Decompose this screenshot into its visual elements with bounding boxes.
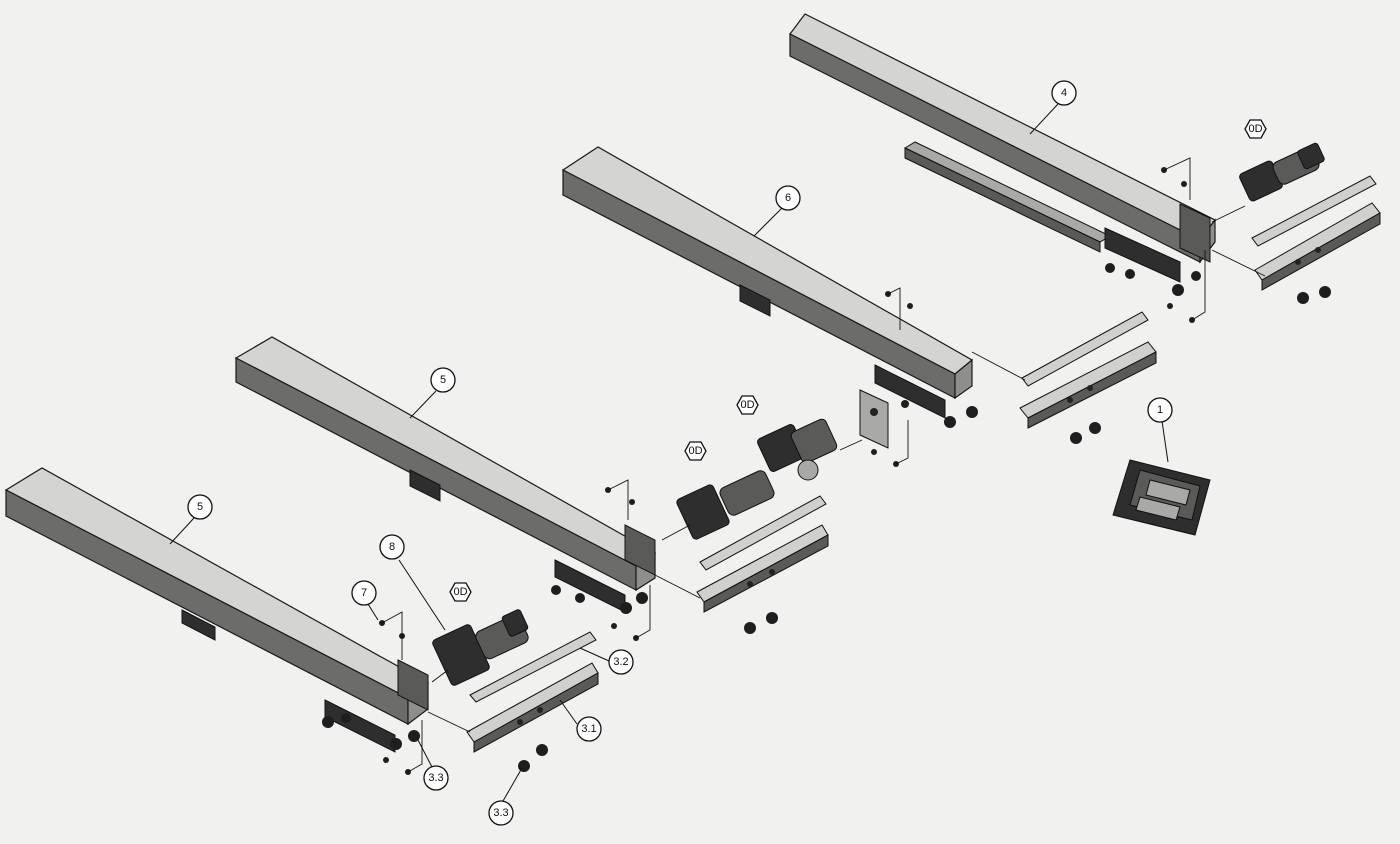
mount-plates-beam-6 xyxy=(1019,311,1157,444)
callout-4: 4 xyxy=(1051,80,1077,106)
leader-lines xyxy=(169,103,1169,802)
callout-0d-b-label: 0D xyxy=(740,399,754,411)
callout-3-3a: 3.3 xyxy=(423,765,449,791)
callout-0d-a-label: 0D xyxy=(1248,123,1262,135)
callout-5b-label: 5 xyxy=(197,501,203,513)
callout-7-label: 7 xyxy=(361,587,367,599)
beam-4-end-bracket xyxy=(1104,203,1211,296)
callout-3-1-label: 3.1 xyxy=(581,723,596,735)
callout-8: 8 xyxy=(379,534,405,560)
mount-plates-beam-5-lower xyxy=(466,631,599,772)
callout-5b: 5 xyxy=(187,494,213,520)
callout-0d-a: 0D xyxy=(1244,119,1267,139)
beam-4 xyxy=(789,13,1216,296)
callout-6-label: 6 xyxy=(785,192,791,204)
assembly-lines xyxy=(381,157,1266,773)
beam-5-upper-end-bracket xyxy=(551,524,656,614)
callout-6: 6 xyxy=(775,185,801,211)
callout-0d-b: 0D xyxy=(736,395,759,415)
callout-4-label: 4 xyxy=(1061,87,1067,99)
callout-7: 7 xyxy=(351,580,377,606)
callout-0d-c-label: 0D xyxy=(688,445,702,457)
control-box-1 xyxy=(1112,459,1211,536)
motor-beam-5-lower xyxy=(432,609,529,686)
callout-8-label: 8 xyxy=(389,541,395,553)
beam-5-upper xyxy=(234,336,657,614)
callout-5a: 5 xyxy=(430,367,456,393)
beam-6-end-bracket xyxy=(859,364,978,449)
motor-beam-4 xyxy=(1239,142,1325,202)
beam-5-lower xyxy=(4,467,430,753)
callout-3-2-label: 3.2 xyxy=(613,656,628,668)
callout-0d-c: 0D xyxy=(684,441,707,461)
callout-3-3b-label: 3.3 xyxy=(493,807,508,819)
callout-0d-d: 0D xyxy=(449,582,472,602)
callout-3-3a-label: 3.3 xyxy=(428,772,443,784)
mount-plates-beam-5-upper xyxy=(696,495,829,634)
callout-0d-d-label: 0D xyxy=(453,586,467,598)
callout-1: 1 xyxy=(1147,397,1173,423)
callout-1-label: 1 xyxy=(1157,404,1163,416)
callout-3-3b: 3.3 xyxy=(488,800,514,826)
callout-3-2: 3.2 xyxy=(608,649,634,675)
beam-6 xyxy=(561,146,978,449)
callout-3-1: 3.1 xyxy=(576,716,602,742)
callout-5a-label: 5 xyxy=(440,374,446,386)
mount-plates-beam-4 xyxy=(1251,175,1381,304)
beam-5-lower-end-bracket xyxy=(322,659,429,753)
motor-beam-6 xyxy=(757,418,838,481)
